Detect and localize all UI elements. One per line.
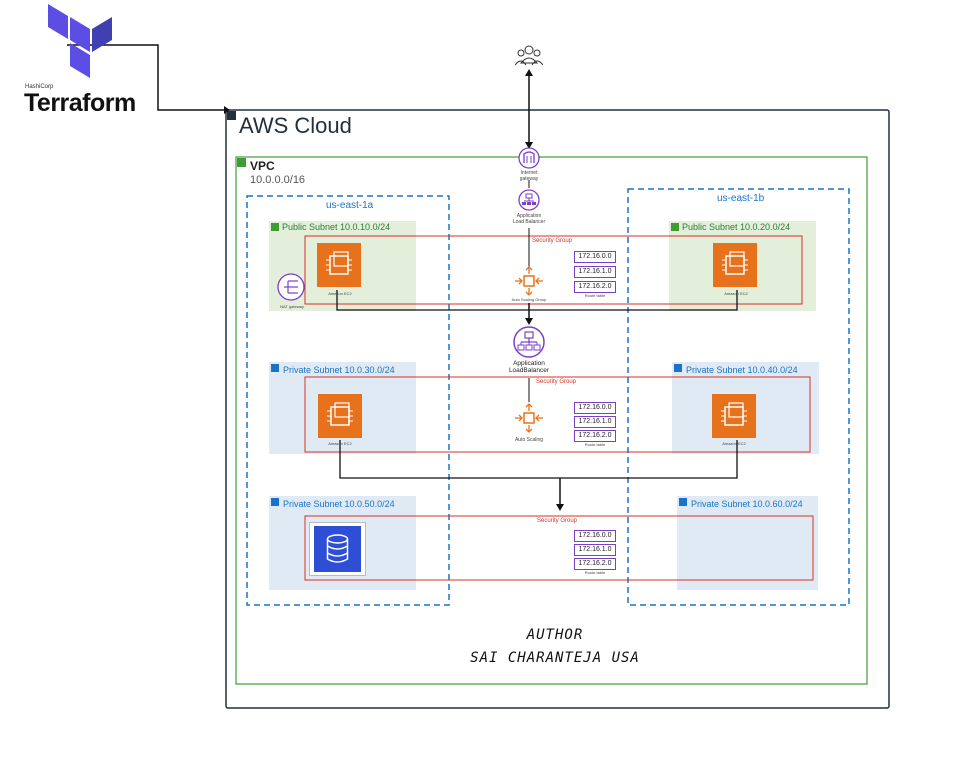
vpc-title: VPC bbox=[250, 159, 275, 173]
aws-cloud-icon bbox=[227, 111, 236, 120]
az-b-border bbox=[627, 188, 850, 606]
private-subnet-b-icon bbox=[674, 364, 682, 372]
vpc-border bbox=[235, 156, 868, 685]
az-a-label: us-east-1a bbox=[326, 200, 374, 211]
db-subnet-a-label: Private Subnet 10.0.50.0/24 bbox=[283, 499, 395, 509]
public-ec2-connector bbox=[336, 290, 738, 311]
ec2-chip-icon bbox=[721, 402, 747, 426]
terraform-vendor: HashiCorp bbox=[25, 84, 54, 90]
alb-mid-icon bbox=[513, 326, 545, 358]
private-subnet-a-icon bbox=[271, 364, 279, 372]
vpc-icon bbox=[237, 158, 246, 167]
public-subnet-b-icon bbox=[671, 223, 679, 231]
route-table-3-entry-1: 172.16.0.0 bbox=[574, 530, 616, 542]
az-b-label: us-east-1b bbox=[717, 193, 765, 204]
route-table-3-entry-3: 172.16.2.0 bbox=[574, 558, 616, 570]
public-subnet-a-icon bbox=[271, 223, 279, 231]
alb-top-icon bbox=[518, 189, 540, 211]
public-subnet-b-label: Public Subnet 10.0.20.0/24 bbox=[682, 222, 791, 232]
private-subnet-a-label: Private Subnet 10.0.30.0/24 bbox=[283, 365, 395, 375]
aws-cloud-title: AWS Cloud bbox=[239, 113, 352, 138]
author-name: SAI CHARANTEJA USA bbox=[470, 650, 640, 666]
security-group-1-label: Security Group bbox=[532, 238, 573, 244]
ec2-private-a-label: Amazon EC2 bbox=[328, 441, 352, 446]
ec2-chip-icon bbox=[326, 251, 352, 275]
asg-mid-label: Auto Scaling bbox=[514, 437, 544, 443]
security-group-3-label: Security Group bbox=[537, 518, 578, 524]
db-subnet-a-icon bbox=[271, 498, 279, 506]
route-table-3-entry-2: 172.16.1.0 bbox=[574, 544, 616, 556]
security-group-2-label: Security Group bbox=[536, 379, 577, 385]
route-table-1-entry-1: 172.16.0.0 bbox=[574, 251, 616, 263]
asg-mid-icon bbox=[515, 403, 543, 433]
ec2-private-b-label: Amazon EC2 bbox=[722, 441, 746, 446]
ec2-public-a-label: Amazon EC2 bbox=[328, 291, 352, 296]
aws-cloud-border bbox=[225, 109, 890, 709]
database-icon bbox=[314, 526, 361, 572]
asg-top-icon bbox=[515, 266, 543, 296]
route-table-3-label: Route table bbox=[584, 570, 606, 575]
route-table-1-label: Route table bbox=[584, 293, 606, 298]
nat-gateway-label: NAT gateway bbox=[280, 304, 304, 309]
security-group-2-border bbox=[304, 376, 811, 453]
route-table-2-entry-2: 172.16.1.0 bbox=[574, 416, 616, 428]
db-subnet-b-icon bbox=[679, 498, 687, 506]
route-table-1-entry-2: 172.16.1.0 bbox=[574, 266, 616, 278]
ec2-chip-icon bbox=[722, 251, 748, 275]
private-ec2-connector bbox=[339, 440, 738, 479]
az-a-border bbox=[246, 195, 450, 606]
database-frame bbox=[309, 522, 366, 576]
route-table-2-label: Route table bbox=[584, 442, 606, 447]
db-subnet-b-bg bbox=[677, 496, 818, 590]
vpc-cidr: 10.0.0.0/16 bbox=[250, 174, 306, 186]
route-table-2-entry-3: 172.16.2.0 bbox=[574, 430, 616, 442]
ec2-public-a bbox=[317, 243, 361, 287]
security-group-3-border bbox=[304, 515, 814, 581]
ec2-private-b bbox=[712, 394, 756, 438]
author-heading: AUTHOR bbox=[526, 627, 584, 643]
security-group-1-border bbox=[304, 235, 803, 305]
terraform-connector bbox=[67, 44, 224, 111]
users-icon bbox=[515, 45, 543, 66]
ec2-public-b bbox=[713, 243, 757, 287]
ec2-chip-icon bbox=[327, 402, 353, 426]
asg-top-label: Auto Scaling Group bbox=[511, 297, 547, 302]
public-subnet-a-label: Public Subnet 10.0.10.0/24 bbox=[282, 222, 391, 232]
ec2-private-a bbox=[318, 394, 362, 438]
terraform-wordmark: Terraform bbox=[24, 89, 136, 117]
private-subnet-b-label: Private Subnet 10.0.40.0/24 bbox=[686, 365, 798, 375]
db-subnet-b-label: Private Subnet 10.0.60.0/24 bbox=[691, 499, 803, 509]
ec2-public-b-label: Amazon EC2 bbox=[724, 291, 748, 296]
terraform-logo bbox=[48, 4, 112, 78]
route-table-2-entry-1: 172.16.0.0 bbox=[574, 402, 616, 414]
nat-gateway-icon bbox=[277, 273, 305, 301]
internet-gateway-icon bbox=[518, 147, 540, 169]
route-table-1-entry-3: 172.16.2.0 bbox=[574, 281, 616, 293]
